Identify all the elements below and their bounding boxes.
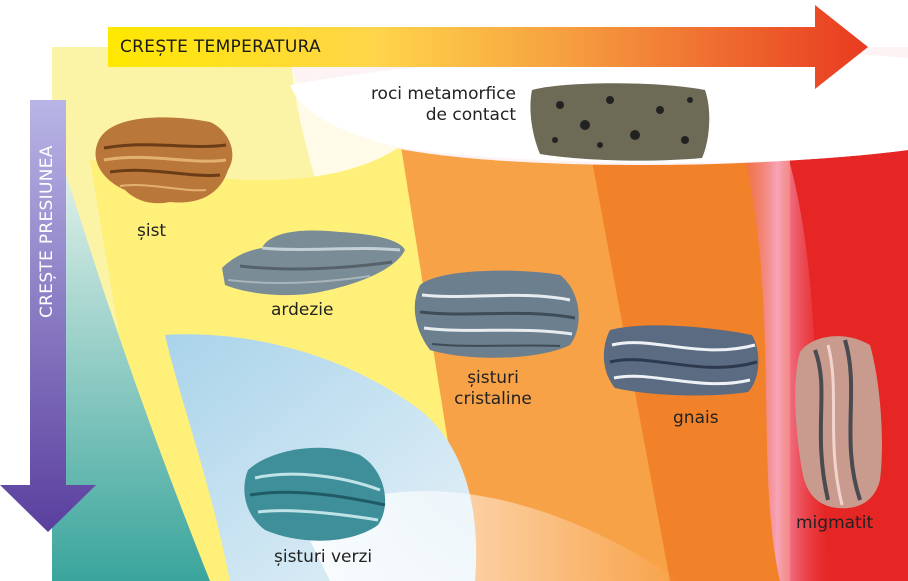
- sisturi-verzi-label: șisturi verzi: [274, 547, 373, 567]
- gnais-label: gnais: [673, 408, 719, 428]
- migmatit-label: migmatit: [796, 513, 874, 533]
- gnais-rock-image: [603, 325, 759, 396]
- contact-metamorphic-rock-image: [530, 83, 710, 161]
- contact-rock-label: roci metamorfice de contact: [322, 84, 516, 127]
- ardezie-label: ardezie: [271, 300, 334, 320]
- sisturi-cristaline-label-line2: cristaline: [454, 389, 532, 410]
- sisturi-cristaline-label: șisturi cristaline: [433, 368, 553, 411]
- ardezie-rock-image: [222, 230, 405, 296]
- pressure-arrow: [0, 100, 96, 532]
- migmatit-rock-image: [795, 336, 882, 509]
- sisturi-verzi-rock-image: [244, 447, 386, 541]
- sisturi-cristaline-rock-image: [414, 270, 579, 358]
- sisturi-cristaline-label-line1: șisturi: [467, 368, 519, 388]
- temperature-arrow: [108, 5, 868, 89]
- sist-rock-image: [95, 117, 233, 204]
- pressure-arrow-label: CREȘTE PRESIUNEA: [37, 145, 57, 318]
- sist-label: șist: [137, 221, 167, 241]
- contact-rock-label-line2: de contact: [425, 105, 516, 126]
- temperature-arrow-label: CREȘTE TEMPERATURA: [120, 37, 321, 57]
- contact-rock-label-line1: roci metamorfice: [370, 84, 516, 104]
